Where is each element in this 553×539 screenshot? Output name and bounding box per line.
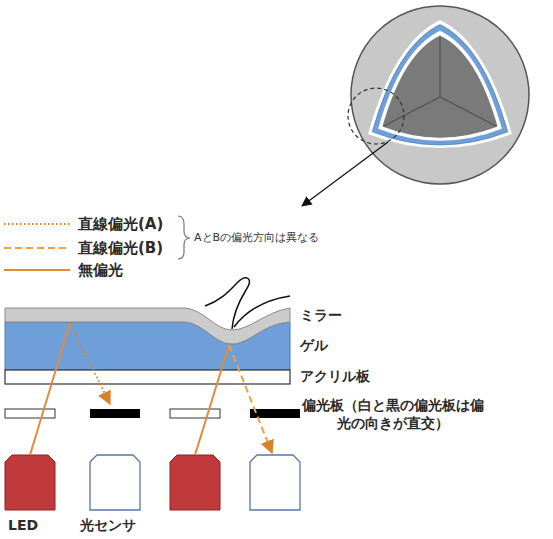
device-label: 光センサ — [80, 517, 136, 535]
layer-label: ゲル — [300, 337, 328, 355]
devices — [5, 455, 300, 510]
note-text: AとBの偏光方向は異なる — [194, 231, 319, 245]
legend-text: 直線偏光(A) — [78, 215, 163, 234]
polarizer-label: 偏光板（白と黒の偏光板は偏 光の向きが直交） — [296, 397, 490, 432]
sphere — [302, 6, 529, 206]
legend-text: 直線偏光(B) — [78, 239, 163, 258]
legend-text: 無偏光 — [78, 261, 123, 280]
layer-stack — [5, 278, 290, 384]
light-rays — [30, 323, 272, 455]
layer-label: ミラー — [300, 307, 342, 325]
device-label: LED — [8, 517, 38, 535]
layer-label: アクリル板 — [300, 368, 370, 386]
